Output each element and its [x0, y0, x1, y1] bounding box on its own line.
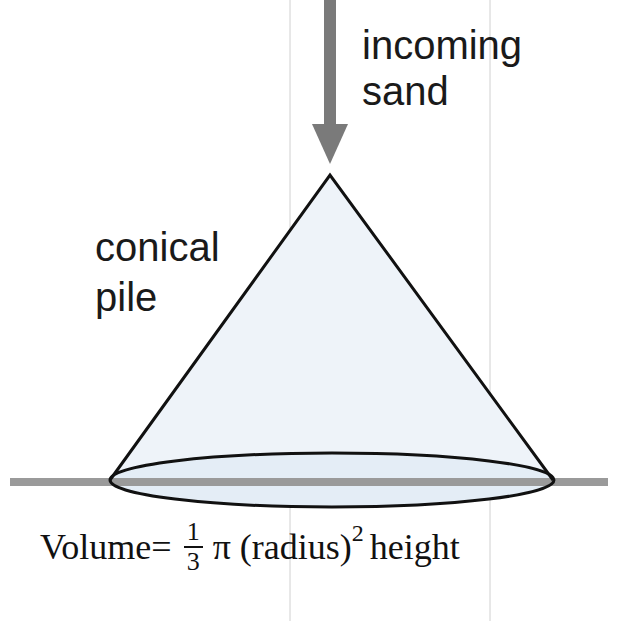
exponent: 2 [352, 520, 364, 547]
formula-text: π (radius) [213, 526, 352, 568]
fraction: 13 [184, 518, 203, 576]
volume-formula: Volume=13π (radius)2height [40, 518, 460, 576]
pile-label: conical pile [95, 222, 245, 322]
ground-line [10, 478, 608, 486]
fraction-denominator: 3 [187, 548, 200, 576]
sand-arrow-shaft [324, 0, 336, 128]
scan-line [490, 0, 491, 621]
cone-base [110, 453, 554, 507]
cone-outline [110, 175, 553, 480]
arrow-label: incoming sand [362, 22, 562, 114]
fraction-numerator: 1 [184, 518, 203, 548]
cone-fill [110, 175, 553, 480]
formula-text: Volume= [40, 526, 172, 568]
sand-arrow-head [312, 124, 348, 164]
formula-text: height [370, 526, 460, 568]
